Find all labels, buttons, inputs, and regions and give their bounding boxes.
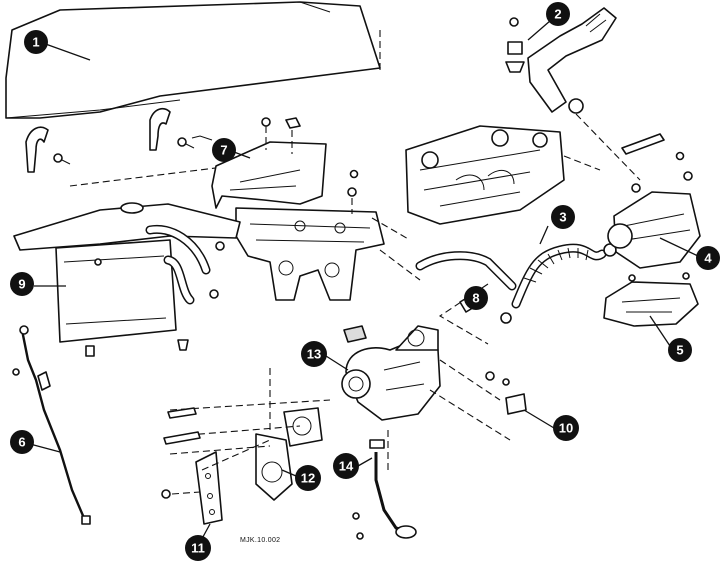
svg-text:14: 14 [339, 459, 354, 474]
svg-text:3: 3 [559, 210, 566, 225]
part-12-flange-gasket [163, 399, 331, 501]
svg-text:4: 4 [704, 251, 712, 266]
callout-2: 2 [546, 2, 570, 26]
svg-text:8: 8 [472, 291, 479, 306]
callout-3: 3 [551, 205, 575, 229]
part-10-clip [429, 359, 527, 441]
callout-12: 12 [295, 465, 321, 491]
svg-text:12: 12 [301, 471, 315, 486]
part-7-heat-shield [211, 117, 327, 209]
callout-14: 14 [333, 453, 359, 479]
part-8-elbow-hose [415, 251, 517, 345]
part-14-oil-pipe [352, 439, 417, 540]
svg-text:11: 11 [191, 541, 205, 556]
part-5-mounting-tray [603, 272, 699, 327]
reference-code: MJK.10.002 [240, 537, 281, 544]
callout-10: 10 [553, 415, 579, 441]
svg-text:9: 9 [18, 277, 25, 292]
exhaust-manifold [235, 169, 421, 301]
svg-text:1: 1 [32, 35, 39, 50]
svg-text:10: 10 [559, 421, 573, 436]
part-3-flexible-hose [511, 243, 617, 309]
svg-text:13: 13 [307, 347, 321, 362]
part-1-bonnet [5, 1, 381, 187]
part-11-bracket [161, 368, 271, 525]
callout-4: 4 [696, 246, 720, 270]
svg-text:6: 6 [18, 435, 25, 450]
callout-11: 11 [185, 535, 211, 561]
callout-9: 9 [10, 272, 34, 296]
callouts: 1 2 3 4 5 6 7 8 [10, 2, 720, 561]
callout-1: 1 [24, 30, 48, 54]
svg-text:5: 5 [676, 343, 683, 358]
callout-13: 13 [301, 341, 327, 367]
part-4-air-cleaner [607, 133, 701, 269]
callout-6: 6 [10, 430, 34, 454]
svg-text:7: 7 [220, 143, 227, 158]
part-13-turbocharger [341, 325, 441, 470]
callout-5: 5 [668, 338, 692, 362]
callout-7: 7 [212, 138, 236, 162]
part-9-radiator [13, 202, 241, 357]
part-6-dipstick [12, 325, 91, 525]
callout-8: 8 [464, 286, 488, 310]
svg-text:2: 2 [554, 7, 561, 22]
intake-manifold [405, 125, 601, 225]
part-2-intake-duct [505, 7, 641, 181]
